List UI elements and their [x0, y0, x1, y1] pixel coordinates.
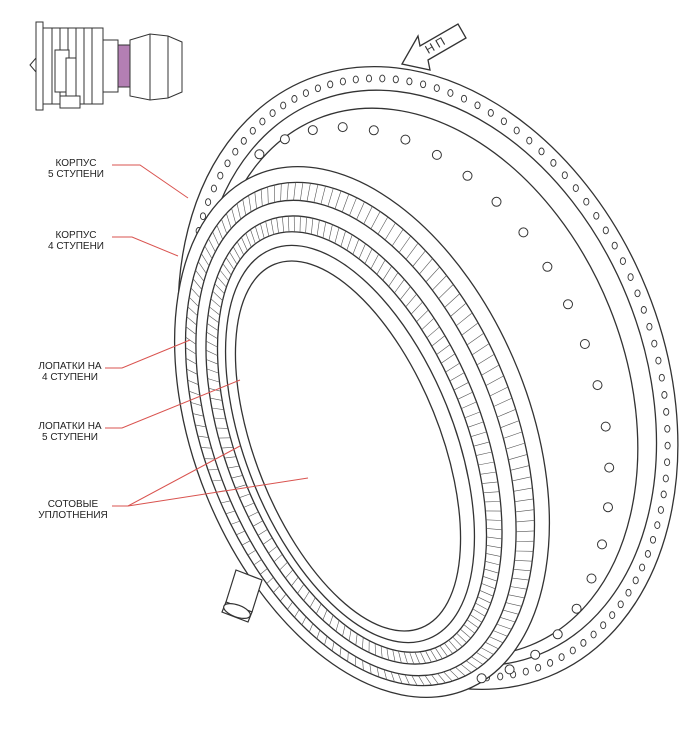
front-case [173, 166, 551, 698]
label-stage5-case: КОРПУС 5 СТУПЕНИ [40, 158, 112, 180]
label-stage4-case-line1: КОРПУС [55, 230, 97, 241]
label-stage4-case-line2: 4 СТУПЕНИ [48, 241, 104, 252]
label-honeycomb-seals-line2: УПЛОТНЕНИЯ [38, 510, 108, 521]
label-stage4-blades-line1: ЛОПАТКИ НА [38, 361, 102, 372]
label-honeycomb-seals: СОТОВЫЕ УПЛОТНЕНИЯ [34, 499, 112, 521]
label-stage4-blades-line2: 4 СТУПЕНИ [42, 372, 98, 383]
forward-direction-arrow-icon [400, 23, 467, 71]
label-honeycomb-seals-line1: СОТОВЫЕ [47, 499, 99, 510]
case-bolt-bosses [254, 122, 615, 684]
bottom-fitting [221, 569, 263, 623]
engine-locator-icon [29, 21, 183, 111]
leader-lines [105, 164, 309, 507]
blade-hatching [185, 182, 535, 686]
label-stage5-blades-line1: ЛОПАТКИ НА [38, 421, 102, 432]
label-stage5-blades: ЛОПАТКИ НА 5 СТУПЕНИ [34, 421, 106, 443]
label-stage5-blades-line2: 5 СТУПЕНИ [42, 432, 98, 443]
label-stage5-case-line2: 5 СТУПЕНИ [48, 169, 104, 180]
label-stage4-blades: ЛОПАТКИ НА 4 СТУПЕНИ [34, 361, 106, 383]
label-stage5-case-line1: КОРПУС [55, 158, 97, 169]
label-stage4-case: КОРПУС 4 СТУПЕНИ [40, 230, 112, 252]
